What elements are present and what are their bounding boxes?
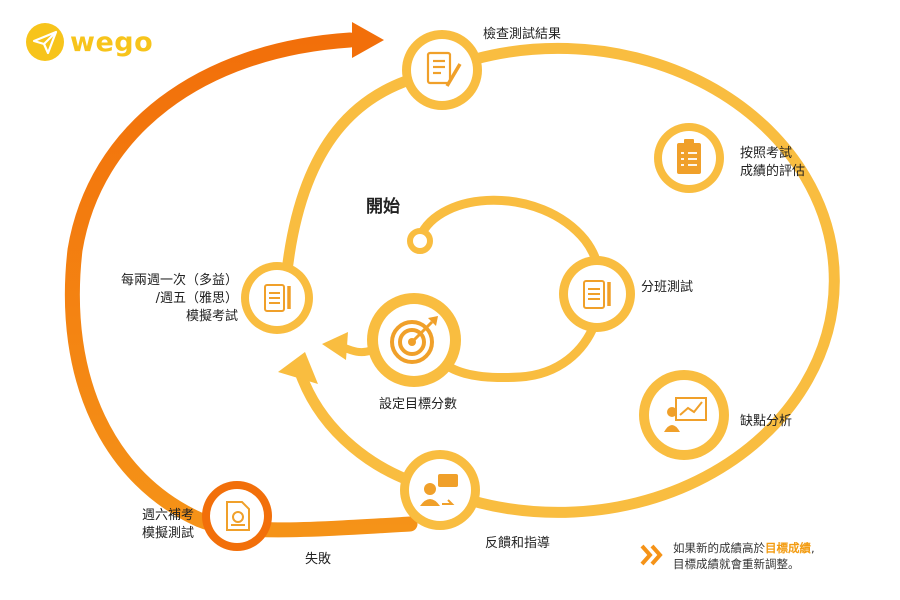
- label-saturday-retest: 週六補考 模擬測試: [141, 508, 194, 541]
- label-fail: 失敗: [305, 552, 332, 567]
- double-chevron-icon: [637, 540, 667, 570]
- checklist-pencil-icon: [426, 51, 462, 87]
- label-review-results: 檢查測試結果: [483, 27, 562, 42]
- node-feedback: [400, 450, 480, 530]
- label-set-target: 設定目標分數: [378, 397, 457, 412]
- node-saturday-retest: [202, 481, 272, 551]
- clipboard-pencil-icon: [264, 284, 291, 312]
- node-set-target: [367, 293, 461, 387]
- big-ring-arrowhead: [278, 352, 318, 384]
- outer-arc-arrowhead: [352, 22, 384, 58]
- inner-left-arc: [280, 68, 436, 286]
- target-note: 如果新的成績高於目標成績, 目標成績就會重新調整。: [637, 540, 815, 572]
- document-icon: [226, 501, 250, 531]
- brand-name: wego: [70, 26, 154, 58]
- wego-logo: wego: [26, 22, 153, 62]
- note-part-2: ,: [811, 541, 815, 555]
- target-arrow-head: [322, 332, 348, 360]
- note-part-1: 如果新的成績高於: [673, 541, 765, 555]
- node-weakness: [639, 370, 729, 460]
- start-label: 開始: [366, 197, 400, 217]
- node-evaluate: [654, 123, 724, 193]
- paper-plane-icon: [26, 23, 64, 61]
- note-line-1: 如果新的成績高於目標成績,: [673, 540, 815, 556]
- label-mock-exam: 每兩週一次（多益） /週五（雅思） 模擬考試: [120, 273, 238, 324]
- start-dot: [407, 228, 433, 254]
- node-mock-exam: [241, 262, 313, 334]
- node-review-results: [402, 30, 482, 110]
- target-arrow-icon: [390, 316, 438, 364]
- label-placement-test: 分班測試: [641, 280, 694, 295]
- person-chat-icon: [420, 474, 458, 506]
- node-placement-test: [559, 256, 635, 332]
- label-feedback: 反饋和指導: [485, 536, 551, 551]
- note-line-2: 目標成績就會重新調整。: [673, 557, 800, 571]
- presenter-chart-icon: [664, 397, 707, 432]
- label-evaluate: 按照考試 成績的評估: [740, 146, 806, 179]
- label-weakness: 缺點分析: [740, 414, 793, 429]
- clipboard-checklist-icon: [677, 139, 701, 174]
- note-highlight: 目標成績: [765, 541, 811, 555]
- clipboard-pencil-icon: [583, 280, 611, 309]
